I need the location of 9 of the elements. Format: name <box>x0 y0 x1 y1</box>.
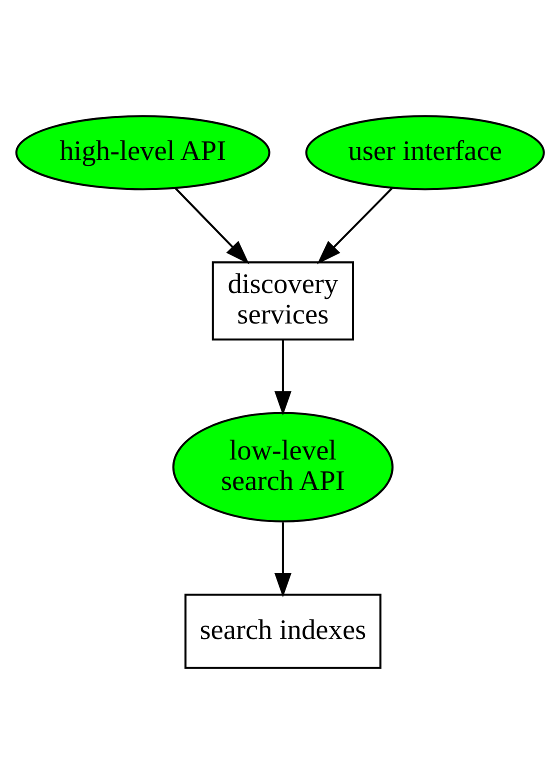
arrow <box>174 187 250 264</box>
node-box: discovery services <box>212 261 354 340</box>
arrow <box>274 340 292 416</box>
node-ellipse: user interface <box>305 115 545 190</box>
node-ellipse: low-level search API <box>172 412 394 522</box>
arrow <box>274 522 292 598</box>
node-box: search indexes <box>184 594 382 669</box>
node-ellipse: high-level API <box>15 115 270 190</box>
arrow <box>317 187 393 264</box>
